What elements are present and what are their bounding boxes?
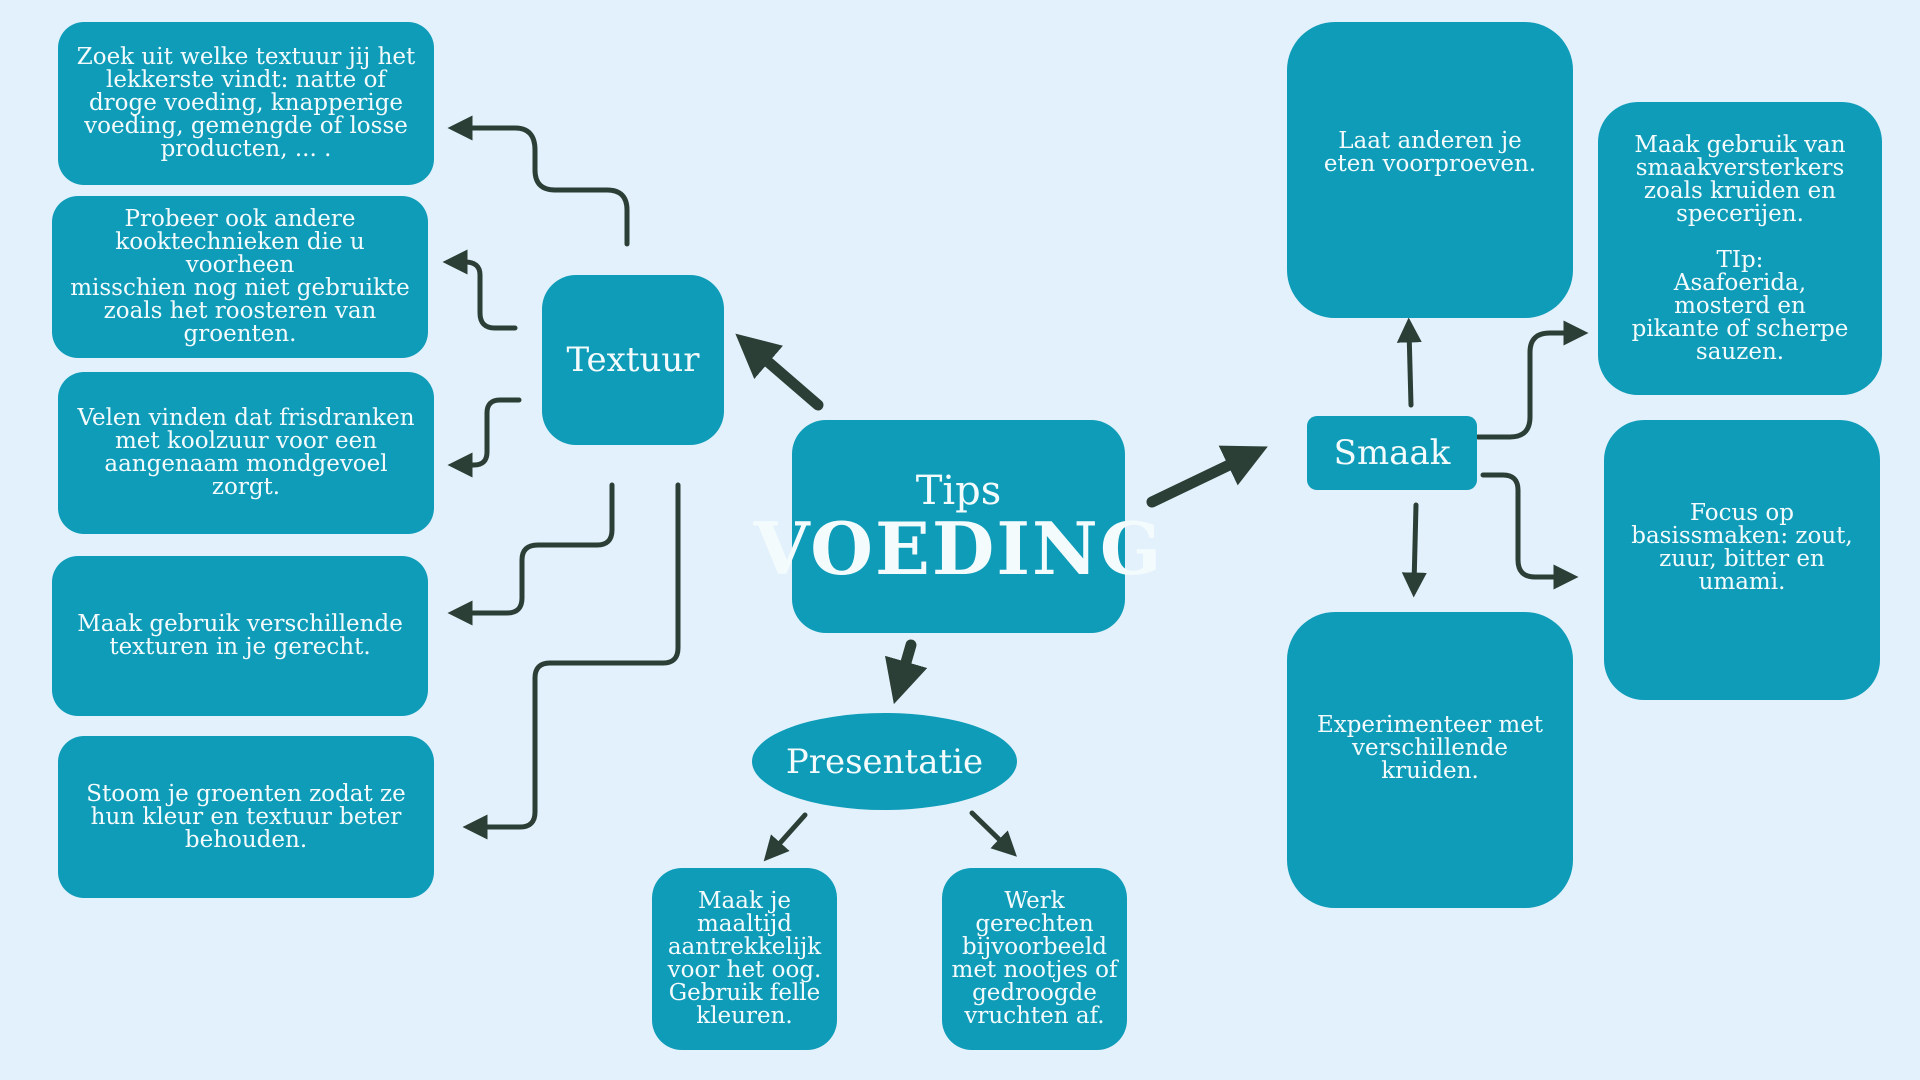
presentatie-tip-2-text: Werk gerechten bijvoorbeeld met nootjes …	[951, 888, 1118, 1029]
smaak-tip-1-text: Laat anderen je eten voorproeven.	[1323, 128, 1537, 177]
arrow-presentatie-tip-2	[969, 810, 1017, 857]
arrow-smaak-tip-4	[1401, 502, 1427, 598]
arrow-center-to-presentatie	[884, 639, 928, 705]
hub-textuur-label: Textuur	[566, 340, 700, 380]
smaak-tip-2[interactable]: Maak gebruik van smaakversterkers zoals …	[1598, 102, 1882, 395]
hub-textuur[interactable]: Textuur	[542, 275, 724, 445]
presentatie-tip-2[interactable]: Werk gerechten bijvoorbeeld met nootjes …	[942, 868, 1127, 1050]
arrow-smaak-tip-2	[1475, 320, 1589, 440]
textuur-tip-4[interactable]: Maak gebruik verschillende texturen in j…	[52, 556, 428, 716]
hub-presentatie-label: Presentatie	[785, 741, 984, 782]
arrow-textuur-tip-4	[447, 482, 615, 626]
smaak-tip-3-text: Focus op basissmaken: zout, zuur, bitter…	[1631, 500, 1853, 595]
central-title: VOEDING	[753, 505, 1164, 591]
hub-smaak-label: Smaak	[1333, 433, 1451, 473]
arrow-textuur-tip-5	[462, 482, 681, 840]
arrow-center-to-textuur	[735, 333, 824, 411]
textuur-tip-2-text: Probeer ook andere kooktechnieken die u …	[70, 206, 410, 347]
arrow-textuur-tip-3	[447, 397, 522, 478]
arrow-center-to-smaak	[1146, 445, 1268, 508]
arrow-textuur-tip-1	[447, 115, 630, 247]
textuur-tip-5-text: Stoom je groenten zodat ze hun kleur en …	[86, 780, 406, 853]
smaak-tip-4[interactable]: Experimenteer met verschillende kruiden.	[1287, 612, 1573, 908]
hub-presentatie[interactable]: Presentatie	[752, 713, 1017, 810]
central-subtitle: Tips	[915, 467, 1002, 514]
presentatie-tip-1[interactable]: Maak je maaltijd aantrekkelijk voor het …	[652, 868, 837, 1050]
smaak-tip-3[interactable]: Focus op basissmaken: zout, zuur, bitter…	[1604, 420, 1880, 700]
smaak-tip-2-text: Maak gebruik van smaakversterkers zoals …	[1631, 131, 1849, 365]
central-topic[interactable]: Tips VOEDING	[754, 420, 1161, 633]
arrow-smaak-tip-3	[1480, 472, 1579, 590]
arrow-smaak-tip-1	[1396, 317, 1422, 408]
arrow-presentatie-tip-1	[763, 812, 808, 862]
hub-smaak[interactable]: Smaak	[1307, 416, 1477, 490]
smaak-tip-1[interactable]: Laat anderen je eten voorproeven.	[1287, 22, 1573, 318]
textuur-tip-5[interactable]: Stoom je groenten zodat ze hun kleur en …	[58, 736, 434, 898]
textuur-tip-3-text: Velen vinden dat frisdranken met koolzuu…	[77, 405, 415, 500]
textuur-tip-1[interactable]: Zoek uit welke textuur jij het lekkerste…	[58, 22, 434, 185]
smaak-tip-4-text: Experimenteer met verschillende kruiden.	[1316, 712, 1544, 784]
textuur-tip-3[interactable]: Velen vinden dat frisdranken met koolzuu…	[58, 372, 434, 534]
textuur-tip-4-text: Maak gebruik verschillende texturen in j…	[77, 611, 403, 660]
arrow-textuur-tip-2	[442, 249, 518, 331]
textuur-tip-1-text: Zoek uit welke textuur jij het lekkerste…	[76, 44, 416, 162]
presentatie-tip-1-text: Maak je maaltijd aantrekkelijk voor het …	[667, 888, 822, 1029]
textuur-tip-2[interactable]: Probeer ook andere kooktechnieken die u …	[52, 196, 428, 358]
